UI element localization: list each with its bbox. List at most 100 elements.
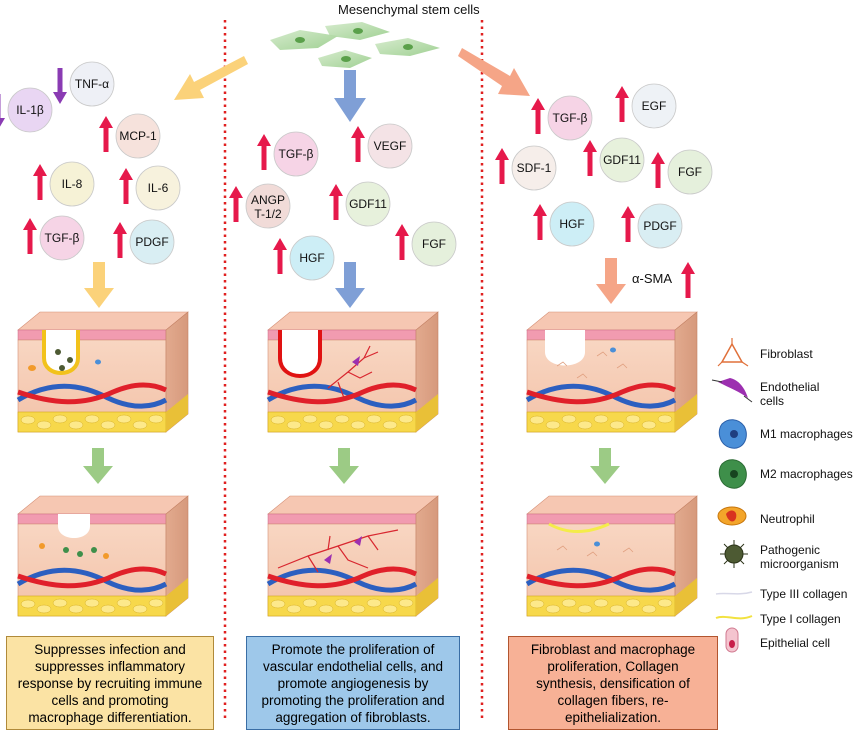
factor-label: MCP-1 bbox=[119, 129, 157, 143]
factor-label: GDF11 bbox=[603, 153, 641, 167]
factor-3-hgf: HGF bbox=[533, 201, 595, 247]
factor-label: IL-1β bbox=[16, 103, 44, 117]
type-i-collagen-icon bbox=[715, 615, 753, 620]
pathogen-icon bbox=[720, 540, 748, 568]
wound-skin-model-3a bbox=[527, 312, 697, 432]
factor-label: TNF-α bbox=[75, 77, 109, 91]
factor-1-mcp-1: MCP-1 bbox=[99, 113, 161, 159]
factor-label: EGF bbox=[642, 99, 667, 113]
legend-label-type-iii-collagen: Type III collagen bbox=[760, 587, 848, 601]
factor-3-pdgf: PDGF bbox=[621, 203, 683, 249]
factor-2-fgf: FGF bbox=[395, 221, 457, 267]
factor-3-sdf-1: SDF-1 bbox=[495, 145, 557, 191]
factor-up-arrow-icon bbox=[329, 184, 343, 220]
alpha-sma-up-arrow-icon bbox=[681, 262, 695, 298]
panel-1-description: Suppresses infection and suppresses infl… bbox=[6, 636, 214, 730]
wound-skin-model-3b bbox=[527, 496, 697, 616]
arrow-green-1 bbox=[83, 448, 113, 484]
factor-bubble bbox=[511, 145, 557, 191]
factor-1-il-8: IL-8 bbox=[33, 161, 95, 207]
factor-bubble bbox=[345, 181, 391, 227]
type-iii-collagen-icon bbox=[715, 591, 753, 595]
factor-up-arrow-icon bbox=[615, 86, 629, 122]
factor-bubble bbox=[69, 61, 115, 107]
factor-3-fgf: FGF bbox=[651, 149, 713, 195]
factor-up-arrow-icon bbox=[621, 206, 635, 242]
factor-bubble bbox=[135, 165, 181, 211]
factor-bubble bbox=[667, 149, 713, 195]
factor-label: PDGF bbox=[643, 219, 676, 233]
factor-bubble bbox=[631, 83, 677, 129]
factor-label: HGF bbox=[559, 217, 584, 231]
legend-label-m1-macrophages: M1 macrophages bbox=[760, 427, 853, 441]
legend-label-type-i-collagen: Type I collagen bbox=[760, 612, 841, 626]
factor-up-arrow-icon bbox=[119, 168, 133, 204]
factor-3-egf: EGF bbox=[615, 83, 677, 129]
panel-2-description-text: Promote the proliferation of vascular en… bbox=[261, 641, 445, 725]
arrow-panel-3-down bbox=[596, 258, 626, 304]
factor-1-il-6: IL-6 bbox=[119, 165, 181, 211]
factor-1-pdgf: PDGF bbox=[113, 219, 175, 265]
factor-bubble bbox=[115, 113, 161, 159]
factor-bubble bbox=[367, 123, 413, 169]
factor-up-arrow-icon bbox=[351, 126, 365, 162]
factor-label: SDF-1 bbox=[517, 161, 552, 175]
arrow-green-3 bbox=[590, 448, 620, 484]
factor-label: IL-6 bbox=[148, 181, 169, 195]
arrow-green-2 bbox=[329, 448, 359, 484]
factor-bubble bbox=[245, 183, 291, 229]
factor-2-tgf-: TGF-β bbox=[257, 131, 319, 177]
arrow-panel-1-down bbox=[84, 262, 114, 308]
factor-label: FGF bbox=[678, 165, 702, 179]
factor-label: ANGP bbox=[251, 193, 285, 207]
factor-bubble bbox=[129, 219, 175, 265]
factor-bubble bbox=[637, 203, 683, 249]
m2-macrophage-icon bbox=[718, 459, 747, 489]
factor-up-arrow-icon bbox=[229, 186, 243, 222]
m1-macrophage-icon bbox=[718, 419, 747, 449]
factor-1-tgf-: TGF-β bbox=[23, 215, 85, 261]
arrow-panel-2-down bbox=[335, 262, 365, 308]
factor-up-arrow-icon bbox=[99, 116, 113, 152]
epithelial-cell-icon bbox=[725, 627, 739, 653]
factor-label: PDGF bbox=[135, 235, 168, 249]
factor-up-arrow-icon bbox=[533, 204, 547, 240]
factor-up-arrow-icon bbox=[33, 164, 47, 200]
wound-skin-model-1a bbox=[18, 312, 188, 432]
factor-bubble bbox=[411, 221, 457, 267]
wound-skin-model-2a bbox=[268, 312, 438, 432]
factor-up-arrow-icon bbox=[583, 140, 597, 176]
legend-label-endothelial-cells: Endothelial cells bbox=[760, 380, 820, 408]
fibroblast-icon bbox=[717, 338, 749, 367]
factor-2-hgf: HGF bbox=[273, 235, 335, 281]
factor-label: T-1/2 bbox=[254, 207, 282, 221]
factor-label: VEGF bbox=[374, 139, 407, 153]
factor-label: TGF-β bbox=[279, 147, 314, 161]
arrow-to-panel-3 bbox=[458, 48, 530, 96]
legend-label-m2-macrophages: M2 macrophages bbox=[760, 467, 853, 481]
factor-bubble bbox=[7, 87, 53, 133]
factor-label: FGF bbox=[422, 237, 446, 251]
factor-up-arrow-icon bbox=[273, 238, 287, 274]
factor-3-gdf11: GDF11 bbox=[583, 137, 645, 183]
factor-label: GDF11 bbox=[349, 197, 387, 211]
factor-up-arrow-icon bbox=[23, 218, 37, 254]
legend-icons bbox=[711, 338, 753, 653]
panel-3-description: Fibroblast and macrophage proliferation,… bbox=[508, 636, 718, 730]
neutrophil-icon bbox=[717, 506, 747, 526]
factor-bubble bbox=[273, 131, 319, 177]
arrow-to-panel-1 bbox=[174, 56, 248, 100]
factor-1-il-1-: IL-1β bbox=[0, 87, 53, 133]
factor-up-arrow-icon bbox=[651, 152, 665, 188]
factor-up-arrow-icon bbox=[113, 222, 127, 258]
factor-2-gdf11: GDF11 bbox=[329, 181, 391, 227]
factor-label: IL-8 bbox=[62, 177, 83, 191]
factor-down-arrow-icon bbox=[53, 68, 67, 104]
factor-1-tnf-: TNF-α bbox=[53, 61, 115, 107]
title: Mesenchymal stem cells bbox=[338, 2, 480, 17]
factor-bubble bbox=[39, 215, 85, 261]
mesenchymal-stem-cells-illustration bbox=[270, 22, 440, 68]
wound-skin-model-1b bbox=[18, 496, 188, 616]
legend-label-fibroblast: Fibroblast bbox=[760, 347, 813, 361]
